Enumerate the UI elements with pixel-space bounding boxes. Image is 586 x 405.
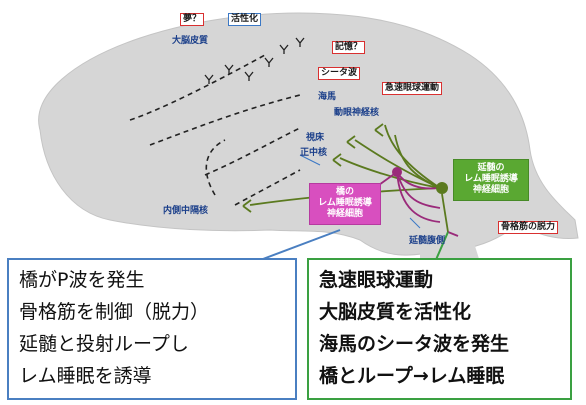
right-panel-connector [434,231,449,263]
pons-summary-line-1: 橋がP波を発生 [19,269,145,291]
medulla-descending [447,231,459,237]
thalamus-label-2: 正中核 [300,148,328,158]
medial-septum-label: 内側中隔核 [163,206,209,216]
oculomotor-label: 動眼神経核 [334,108,380,118]
dream-label: 夢？ [180,13,205,26]
pons-neuron-line-2: レム睡眠誘導 [318,198,372,208]
pons-neuron-line-3: 神経細胞 [326,209,363,219]
theta-wave-label: シータ波 [318,67,361,80]
fork-terminal-icon [204,37,305,84]
brainstem [420,230,480,262]
left-panel-connector [254,229,341,263]
medulla-neuron-line-2: レム睡眠誘導 [464,174,518,184]
muscle-atonia-label: 骨格筋の脱力 [498,221,559,234]
thalamus-label-1: 視床 [306,133,325,143]
medulla-summary-line-3: 海馬のシータ波を発生 [319,333,510,355]
medulla-summary-line-2: 大脳皮質を活性化 [319,301,472,323]
pons-summary-line-3: 延髄と投射ループし [19,333,189,355]
leader-lines [299,154,421,229]
medulla-summary-panel: 急速眼球運動 大脳皮質を活性化 海馬のシータ波を発生 橋とループ→レム睡眠 [307,258,572,400]
medulla-neuron-box: 延髄の レム睡眠誘導 神経細胞 [453,159,529,201]
pons-summary-panel: 橋がP波を発生 骨格筋を制御（脱力） 延髄と投射ループし レム睡眠を誘導 [7,258,297,400]
medulla-summary-line-4: 橋とループ→レム睡眠 [319,365,505,387]
pons-neuron-box: 橋の レム睡眠誘導 神経細胞 [309,183,381,225]
cerebral-cortex-label: 大脳皮質 [172,36,209,46]
medulla-neuron-soma-icon [436,182,448,194]
hippocampus-label: 海馬 [318,92,337,102]
rem-eye-movement-label: 急速眼球運動 [382,82,443,95]
pons-neuron-line-1: 橋の [335,187,354,197]
medulla-summary-line-1: 急速眼球運動 [319,269,434,291]
activation-label: 活性化 [228,13,262,26]
medulla-neuron-line-3: 神経細胞 [472,185,509,195]
dashed-pathways [129,54,301,206]
pons-neuron-soma-icon [392,167,402,177]
memory-label: 記憶？ [332,41,366,54]
medulla-neuron-line-1: 延髄の [477,163,505,173]
pons-summary-line-4: レム睡眠を誘導 [19,365,152,387]
ventral-medulla-label: 延髄腹側 [409,236,446,246]
medulla-connector [441,193,449,233]
pons-summary-line-2: 骨格筋を制御（脱力） [19,301,210,323]
